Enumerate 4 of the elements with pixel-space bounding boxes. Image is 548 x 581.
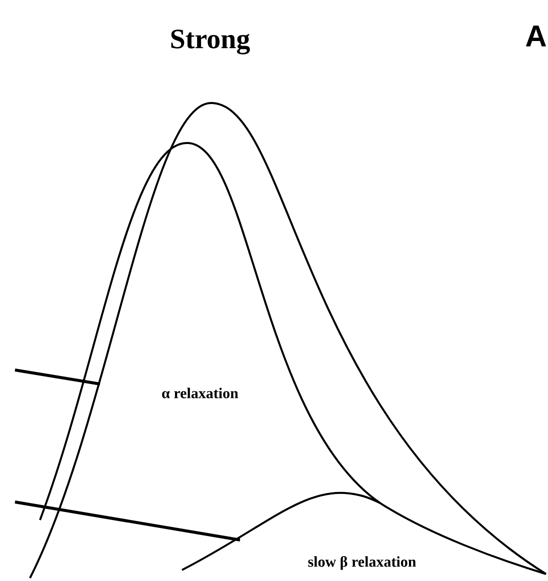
curve-label: slow β relaxation: [308, 556, 416, 570]
curve-label: α relaxation: [162, 388, 238, 398]
panel-label: A: [526, 26, 546, 46]
title: Strong: [171, 30, 250, 54]
